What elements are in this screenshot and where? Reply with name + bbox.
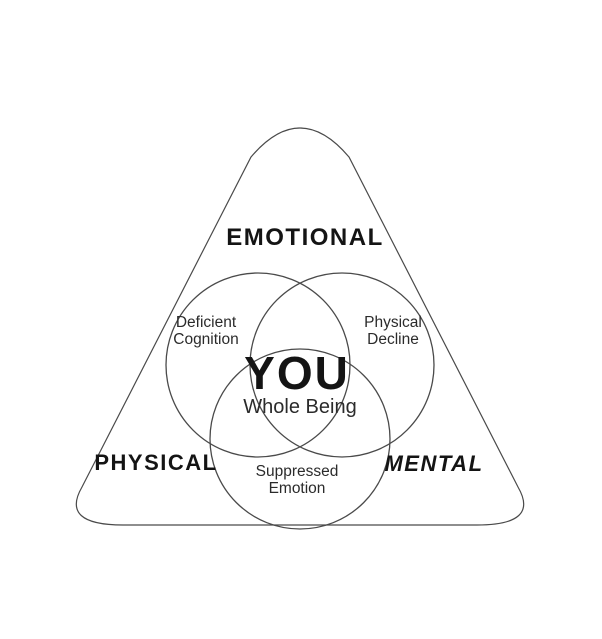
label-mental: MENTAL xyxy=(384,451,483,476)
label-emotional: EMOTIONAL xyxy=(226,224,384,251)
triangle-outline xyxy=(75,127,525,526)
label-physical-decline-line2: Decline xyxy=(367,331,419,348)
label-suppressed-emotion-line1: Suppressed xyxy=(256,463,339,480)
label-physical-decline-line1: Physical xyxy=(364,314,422,331)
bottom-circle xyxy=(209,348,391,530)
left-circle xyxy=(165,272,351,458)
label-you: YOU xyxy=(244,347,350,399)
right-circle xyxy=(249,272,435,458)
label-deficient-cognition-line1: Deficient xyxy=(176,314,237,331)
label-suppressed-emotion-line2: Emotion xyxy=(269,480,326,497)
label-physical: PHYSICAL xyxy=(94,450,217,475)
label-whole-being: Whole Being xyxy=(243,396,356,418)
label-deficient-cognition-line2: Cognition xyxy=(173,331,239,348)
